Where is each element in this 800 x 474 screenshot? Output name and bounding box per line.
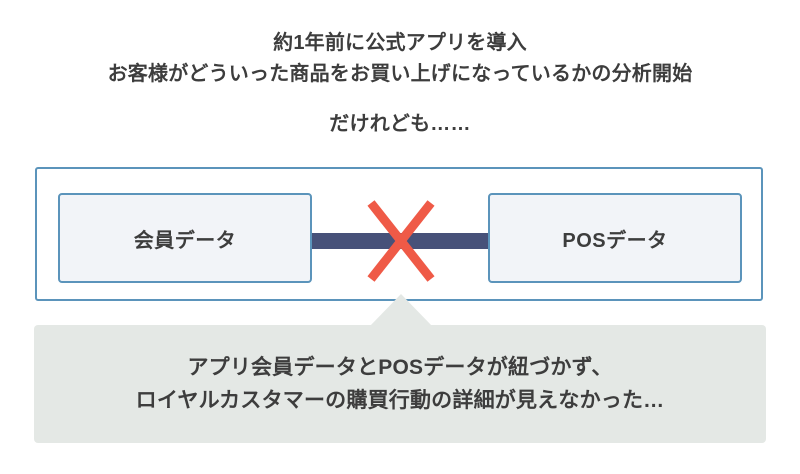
caption-panel: アプリ会員データとPOSデータが紐づかず、 ロイヤルカスタマーの購買行動の詳細が… (34, 325, 766, 443)
caption-line-2: ロイヤルカスタマーの購買行動の詳細が見えなかった… (135, 389, 665, 412)
data-box-member-label: 会員データ (133, 229, 237, 252)
subheadline: だけれども…… (329, 113, 471, 135)
data-box-pos-label: POSデータ (562, 229, 668, 252)
caption-line-1: アプリ会員データとPOSデータが紐づかず、 (187, 356, 613, 379)
data-box-pos: POSデータ (488, 193, 742, 283)
data-box-member: 会員データ (58, 193, 312, 283)
headline-line-2: お客様がどういった商品をお買い上げになっているかの分析開始 (107, 63, 693, 85)
headline-line-1: 約1年前に公式アプリを導入 (273, 32, 527, 54)
callout-triangle-icon (369, 294, 433, 327)
header-block: 約1年前に公式アプリを導入 お客様がどういった商品をお買い上げになっているかの分… (0, 28, 800, 138)
red-x-mark-icon (365, 197, 437, 285)
